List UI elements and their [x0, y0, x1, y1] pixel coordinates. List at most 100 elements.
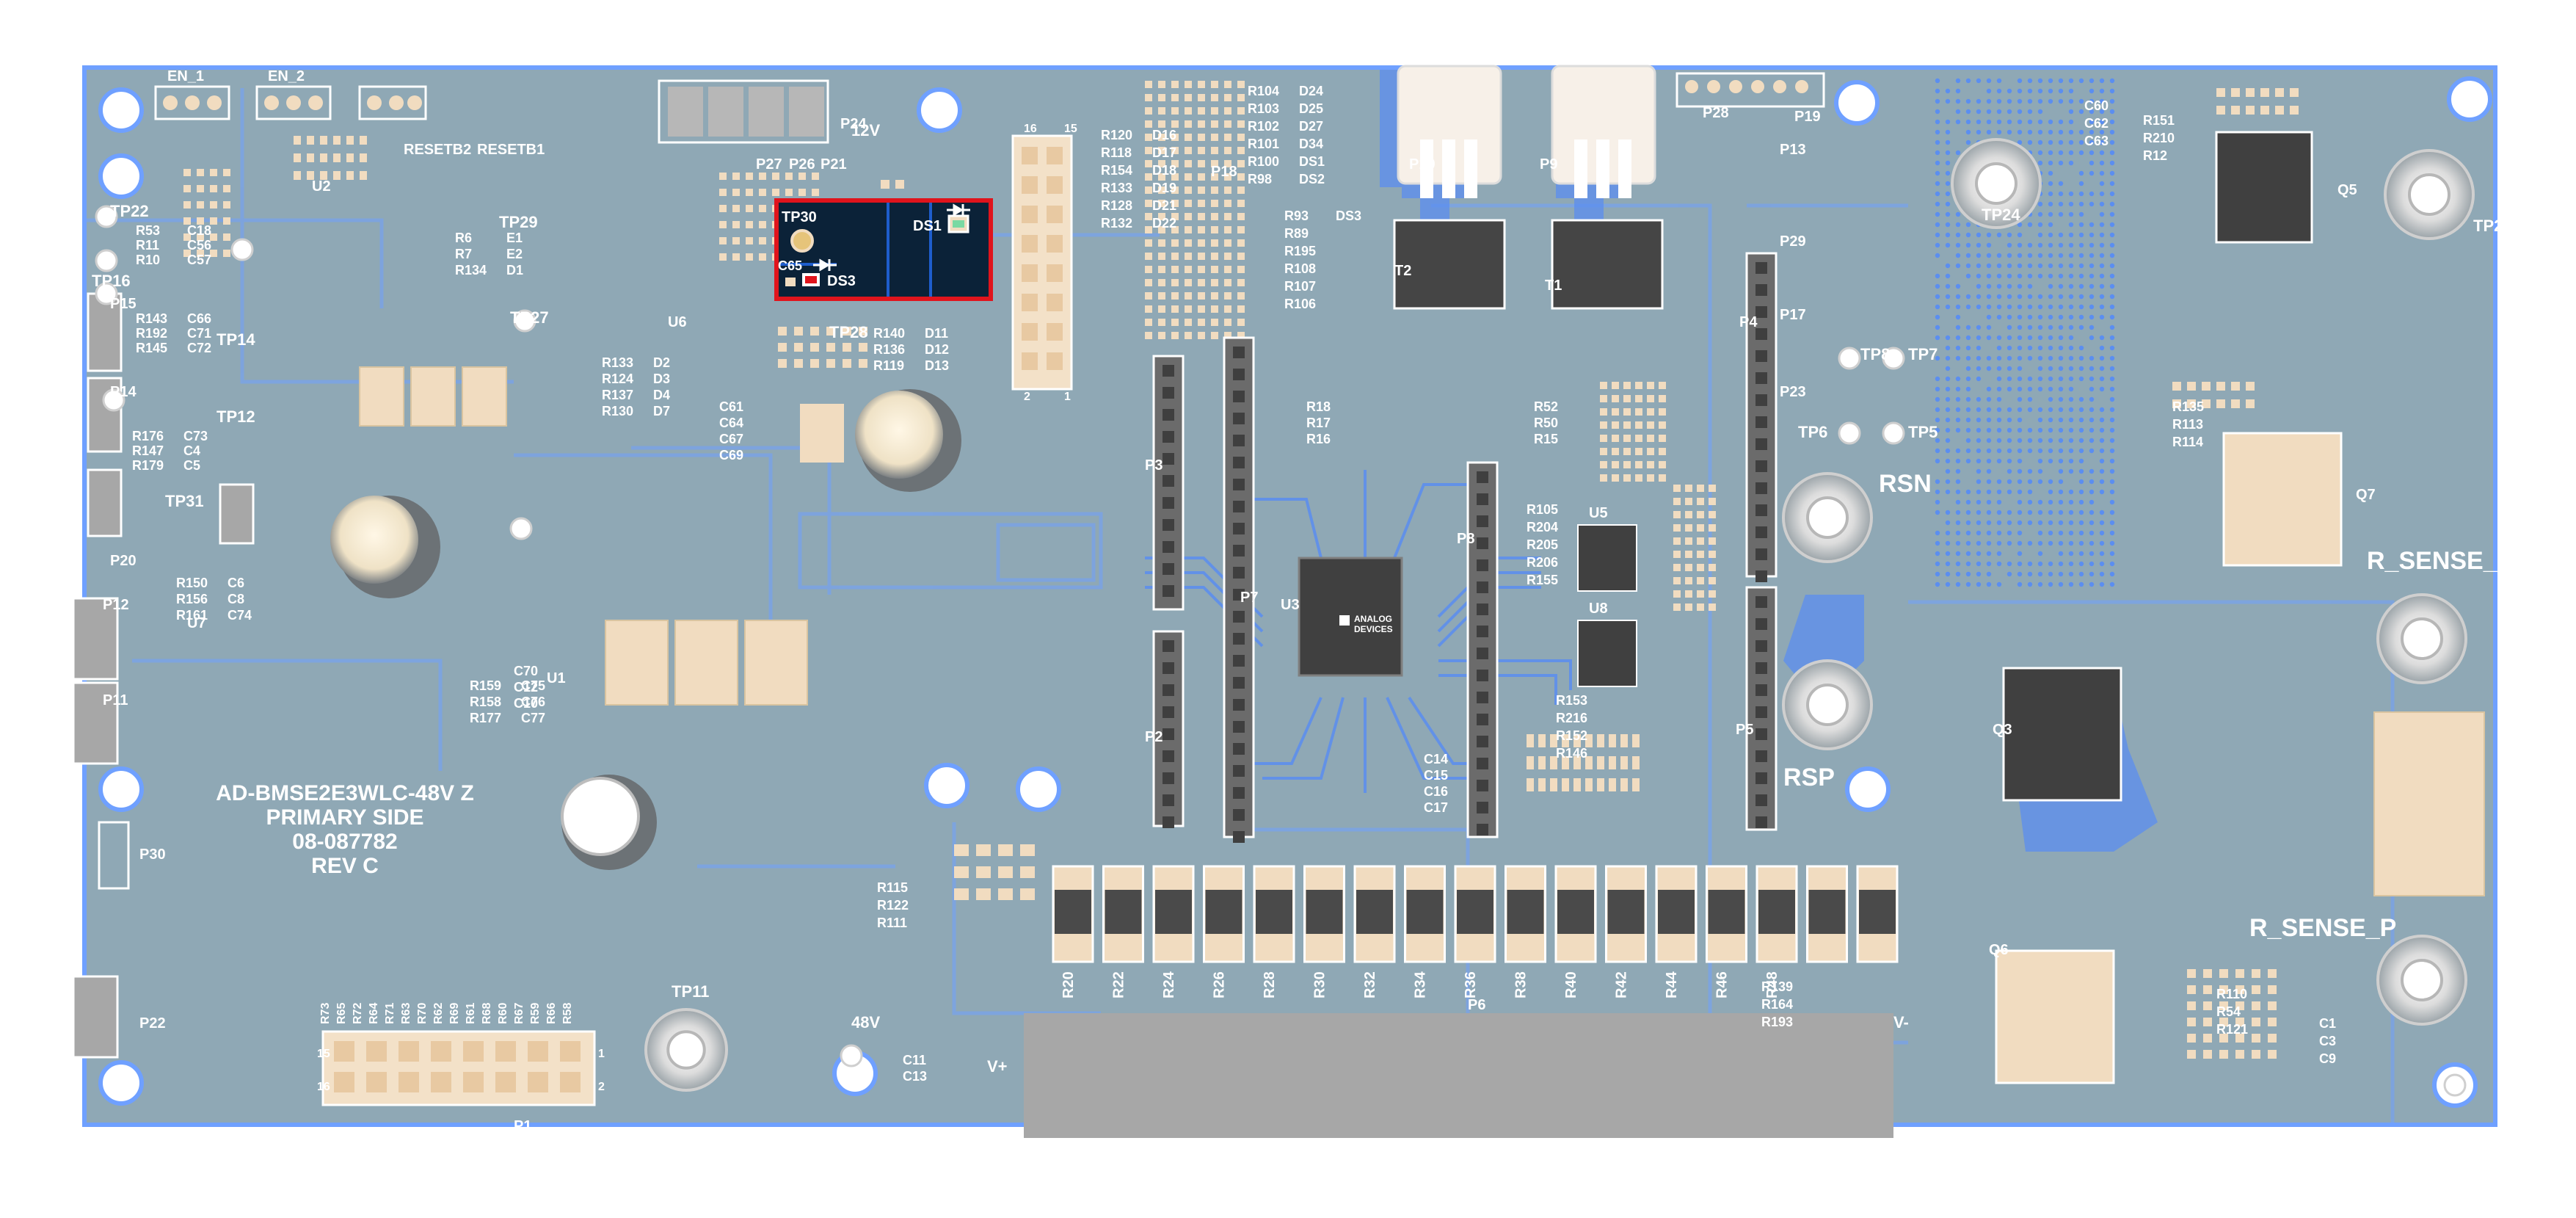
via [2069, 264, 2073, 268]
ds3-label: DS3 [827, 273, 856, 289]
small-test-point[interactable] [1839, 348, 1860, 369]
p23-pin [431, 1072, 451, 1092]
smd-pad [294, 136, 301, 145]
small-test-point[interactable] [1839, 423, 1860, 443]
via [2017, 397, 2022, 402]
smd-pad [1635, 395, 1642, 402]
via [1956, 336, 1960, 340]
via [1946, 284, 1950, 289]
silk-label-test_points: TP23 [2473, 217, 2512, 235]
component-label: C11 [903, 1053, 926, 1067]
component-label: R135 [2172, 399, 2204, 414]
component-label: C75 [521, 678, 545, 693]
via [1966, 449, 1971, 453]
via [2100, 510, 2104, 515]
smd-pad [1538, 734, 1546, 747]
component-label: R15 [1534, 432, 1558, 446]
via [1976, 510, 1981, 515]
via [2089, 222, 2094, 227]
via [2079, 572, 2084, 576]
via [1987, 438, 1991, 443]
small-test-point[interactable] [232, 239, 252, 260]
via [2100, 479, 2104, 484]
via [1935, 572, 1940, 576]
mounting-hole [101, 769, 142, 810]
smd-pad [2203, 985, 2212, 994]
via [1976, 109, 1981, 114]
smd-pad [1600, 474, 1607, 482]
sense-resistor-body [1809, 890, 1846, 934]
smd-pad [2203, 1050, 2212, 1059]
smd-pad [1224, 319, 1231, 326]
via [2079, 202, 2084, 206]
component-label: C63 [2084, 134, 2109, 148]
via [2048, 356, 2053, 360]
header-pin [1755, 548, 1767, 560]
via [1946, 479, 1950, 484]
p23-resistor-label: R62 [432, 1003, 445, 1024]
smd-pad [1527, 734, 1534, 747]
via [2048, 346, 2053, 350]
via [1935, 202, 1940, 206]
via [2110, 315, 2114, 319]
via [1976, 551, 1981, 556]
via [2028, 305, 2032, 309]
via [1946, 120, 1950, 124]
via [1966, 233, 1971, 237]
via [1966, 140, 1971, 145]
component-label: R113 [2172, 417, 2203, 432]
sense-resistor-body [1658, 890, 1695, 934]
via [1956, 79, 1960, 83]
small-test-point[interactable] [96, 250, 117, 271]
smd-pad [2290, 88, 2299, 97]
tp30-pad[interactable] [792, 231, 812, 251]
smd-pad [859, 343, 867, 352]
component-label: D21 [1152, 198, 1176, 213]
silk-label-connectors: P29 [1780, 233, 1806, 250]
small-test-point[interactable] [1883, 423, 1904, 443]
via [1966, 253, 1971, 258]
via [2038, 521, 2042, 525]
via [1997, 356, 2001, 360]
via [2028, 377, 2032, 381]
via [1976, 233, 1981, 237]
via [2017, 89, 2022, 93]
via [2110, 130, 2114, 134]
smd-pad [2187, 1001, 2196, 1010]
via [1997, 366, 2001, 371]
via [2089, 89, 2094, 93]
small-test-point[interactable] [511, 518, 531, 539]
smd-pad [1224, 305, 1231, 313]
via [2048, 264, 2053, 268]
smd-pad [223, 217, 230, 225]
smd-pad [1145, 226, 1152, 233]
smd-pad [1237, 266, 1245, 273]
component-label: D3 [653, 371, 670, 386]
via [2007, 510, 2012, 515]
via [1987, 397, 1991, 402]
highlighted-region[interactable]: TP30 DS1 C65 DS3 [776, 200, 991, 299]
smd-pad [1185, 107, 1192, 115]
smd-pad [360, 153, 367, 162]
via [1997, 264, 2001, 268]
silk-label-connectors: P26 [789, 156, 815, 173]
via [1966, 109, 1971, 114]
smd-pad [1709, 564, 1716, 571]
via [2038, 459, 2042, 463]
via [2017, 510, 2022, 515]
via [1997, 315, 2001, 319]
via [2079, 346, 2084, 350]
smd-pad [1145, 305, 1152, 313]
via [2007, 99, 2012, 104]
small-test-point[interactable] [2445, 1075, 2465, 1095]
via [2038, 202, 2042, 206]
via [2059, 305, 2063, 309]
bottom-resistor-label: R38 [1513, 971, 1529, 998]
component-label: C4 [183, 443, 200, 458]
via [2100, 366, 2104, 371]
small-test-point[interactable] [841, 1045, 862, 1066]
smd-pad [346, 171, 354, 180]
component-label: C15 [1424, 768, 1448, 783]
via [1956, 479, 1960, 484]
via [1956, 222, 1960, 227]
